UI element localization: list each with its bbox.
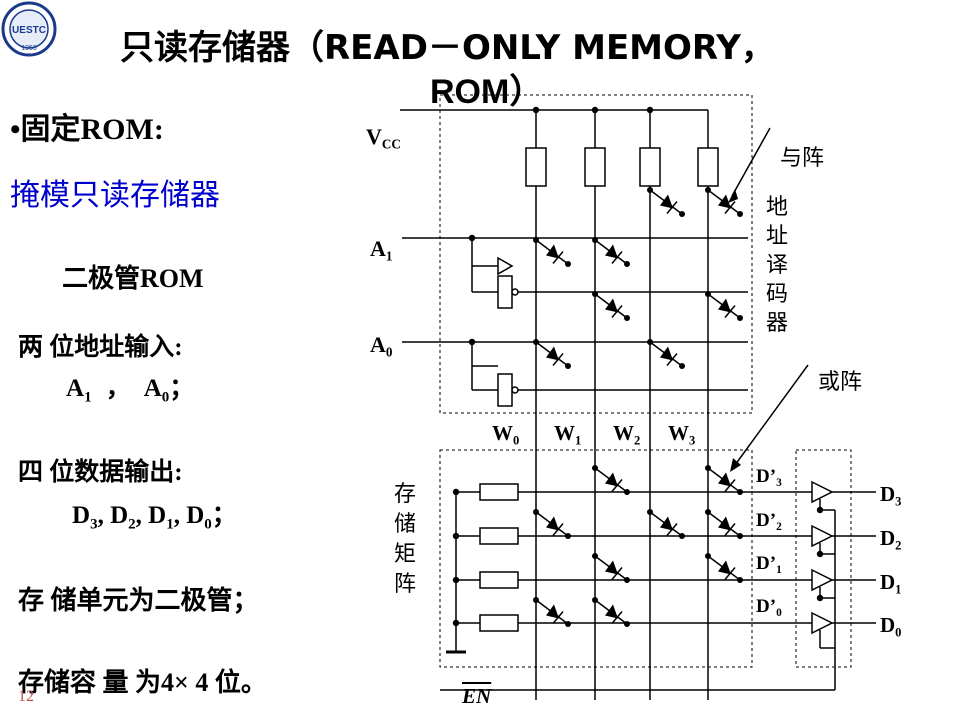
d3-output-label: D3 — [880, 482, 902, 509]
vcc-label: VCC — [366, 124, 401, 152]
decoder-label: 地址译码器 — [766, 195, 789, 336]
page-title: 只读存储器（READ－ONLY MEMORY， — [120, 20, 775, 69]
or-junction-3 — [452, 619, 460, 627]
or-diode-6 — [705, 553, 743, 583]
or-junction-0 — [452, 488, 460, 496]
heading-fixed-rom: •固定ROM: — [10, 113, 164, 146]
diode-rom-label: 二极管ROM — [62, 264, 204, 293]
page-title-line1: 只读存储器（READ－ONLY MEMORY， — [120, 28, 775, 68]
en-junction-2 — [816, 594, 824, 602]
address-list: A1 ， A0； — [66, 375, 195, 406]
a0-label: A0 — [370, 332, 393, 360]
and-array-box — [439, 94, 753, 414]
or-array-box — [439, 449, 753, 668]
and-diode-1 — [705, 187, 743, 217]
d2-internal-label: D’2 — [756, 510, 782, 533]
w0-label: W0 — [492, 421, 520, 448]
or-diode-0 — [592, 465, 630, 495]
or-diode-8 — [592, 597, 630, 627]
a1-label: A1 — [370, 236, 393, 264]
diodes — [533, 187, 743, 627]
a1-junction — [468, 234, 476, 242]
and-diode-5 — [705, 291, 743, 321]
or-diode-7 — [533, 597, 571, 627]
or-diode-3 — [647, 509, 685, 539]
and-diode-0 — [647, 187, 685, 217]
en-junction-1 — [816, 550, 824, 558]
d3-internal-label: D’3 — [756, 466, 782, 489]
capacity-note: 存储容 量 为4× 4 位。 — [18, 668, 267, 697]
and-diode-6 — [533, 339, 571, 369]
or-junction-2 — [452, 576, 460, 584]
or-diode-5 — [592, 553, 630, 583]
en-junction-0 — [816, 506, 824, 514]
or-diode-1 — [705, 465, 743, 495]
address-input-label: 两 位地址输入: — [18, 334, 183, 361]
vcc-junction-0 — [532, 106, 540, 114]
d2-output-label: D2 — [880, 526, 902, 553]
a0-junction — [468, 338, 476, 346]
data-output-label: 四 位数据输出: — [18, 459, 183, 486]
enable-label: EN — [462, 684, 492, 708]
subtitle-mask-rom: 掩模只读存储器 — [10, 178, 220, 213]
and-diode-4 — [592, 291, 630, 321]
data-output-list: D3, D2, D1, D0； — [72, 502, 237, 533]
and-array-label: 与阵 — [780, 146, 825, 171]
or-diode-2 — [533, 509, 571, 539]
logo-year: 1956 — [21, 45, 37, 52]
d0-output-label: D0 — [880, 613, 902, 640]
d1-output-label: D1 — [880, 570, 902, 597]
logo-text: UESTC — [12, 25, 46, 36]
and-diode-3 — [592, 237, 630, 267]
d0-internal-label: D’0 — [756, 596, 782, 619]
page-title-line2: ROM） — [430, 73, 544, 111]
and-diode-7 — [647, 339, 685, 369]
or-junction-1 — [452, 532, 460, 540]
or-diode-4 — [705, 509, 743, 539]
cell-note: 存 储单元为二极管； — [18, 586, 259, 615]
page-number: 12 — [18, 688, 34, 705]
university-logo: UESTC 1956 — [1, 1, 57, 57]
w1-label: W1 — [554, 421, 582, 448]
circuit-wires — [400, 94, 876, 700]
junction-dots — [452, 106, 824, 627]
storage-matrix-label: 存储矩阵 — [394, 482, 417, 597]
w2-label: W2 — [613, 421, 641, 448]
and-diode-2 — [533, 237, 571, 267]
or-array-label: 或阵 — [818, 370, 863, 395]
d1-internal-label: D’1 — [756, 553, 782, 576]
buffer-box — [795, 449, 852, 668]
vcc-junction-1 — [591, 106, 599, 114]
vcc-junction-2 — [646, 106, 654, 114]
w3-label: W3 — [668, 421, 696, 448]
